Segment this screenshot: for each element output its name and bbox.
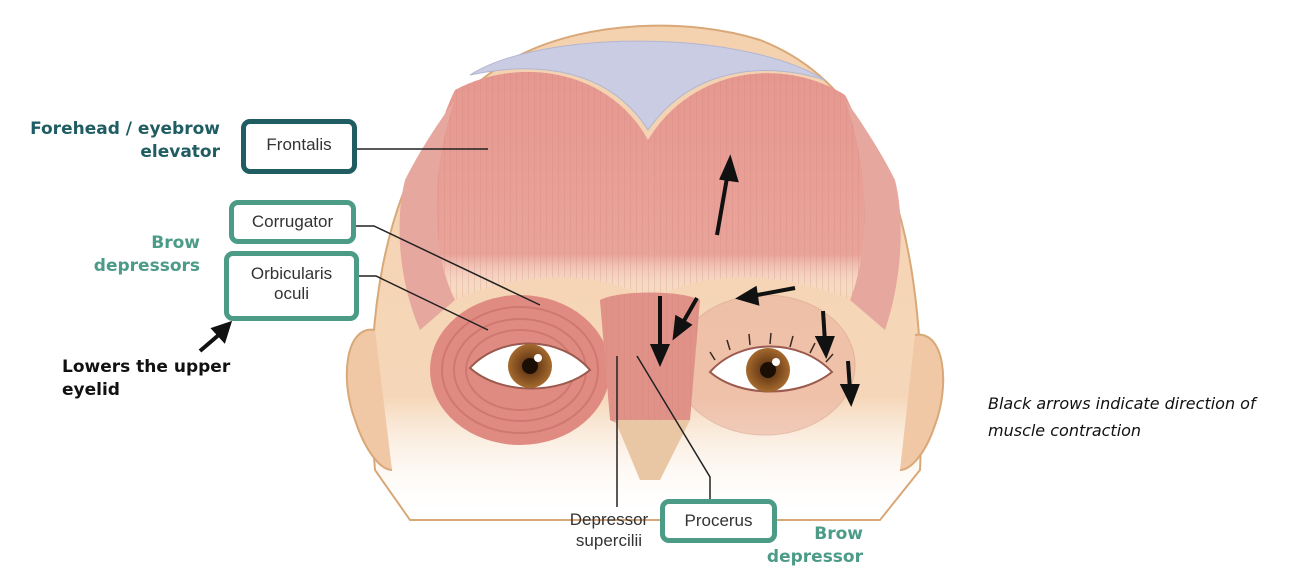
brow-depressor-line2: depressor (760, 546, 863, 569)
depressor-supercilii-line1: Depressor (554, 509, 664, 530)
frontalis-label: Frontalis (246, 135, 352, 155)
corrugator-box: Corrugator (229, 200, 356, 244)
note-line2: muscle contraction (988, 417, 1298, 444)
orbicularis-label-line1: Orbicularis (229, 264, 354, 284)
orbicularis-label: Orbicularis oculi (229, 264, 354, 304)
eyelid-label-line2: eyelid (62, 379, 262, 402)
orbicularis-box: Orbicularis oculi (224, 251, 359, 321)
frontalis-box: Frontalis (241, 119, 357, 174)
corrugator-label: Corrugator (234, 212, 351, 232)
eyelid-label: Lowers the upper eyelid (62, 356, 262, 402)
depressor-supercilii-line2: supercilii (554, 530, 664, 551)
elevator-label-line1: Forehead / eyebrow (15, 118, 220, 141)
procerus-label: Procerus (665, 511, 772, 531)
elevator-label-line2: elevator (15, 141, 220, 164)
procerus-box: Procerus (660, 499, 777, 543)
elevator-label: Forehead / eyebrow elevator (15, 118, 220, 164)
orbicularis-label-line2: oculi (229, 284, 354, 304)
depressor-supercilii-label: Depressor supercilii (554, 509, 664, 551)
brow-depressors-line1: Brow (60, 232, 200, 255)
note-line1: Black arrows indicate direction of (988, 390, 1298, 417)
brow-depressors-line2: depressors (60, 255, 200, 278)
arrow-legend-note: Black arrows indicate direction of muscl… (988, 390, 1298, 444)
brow-depressors-label: Brow depressors (60, 232, 200, 278)
eyelid-label-line1: Lowers the upper (62, 356, 262, 379)
arrow-up-right-icon (200, 324, 229, 351)
